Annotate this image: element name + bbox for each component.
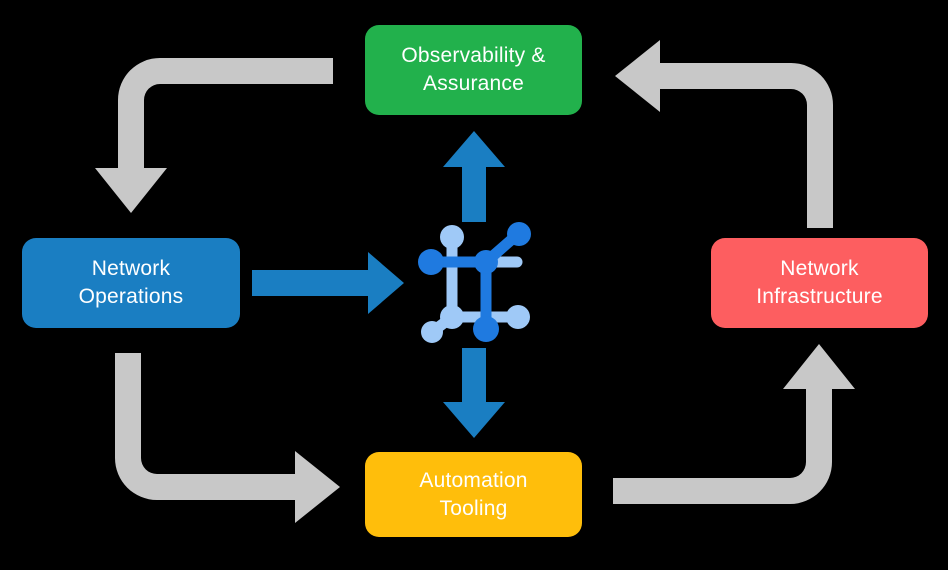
arrow-infrastructure-to-observability bbox=[615, 40, 833, 228]
node-operations-label: Network Operations bbox=[78, 257, 184, 308]
network-topology-icon bbox=[418, 222, 531, 343]
node-observability-assurance[interactable]: Observability & Assurance bbox=[365, 25, 582, 115]
node-automation-tooling[interactable]: Automation Tooling bbox=[365, 452, 582, 537]
node-network-infrastructure[interactable]: Network Infrastructure bbox=[711, 238, 928, 328]
arrow-automation-to-infrastructure bbox=[613, 344, 855, 504]
node-network-operations[interactable]: Network Operations bbox=[22, 238, 240, 328]
arrow-operations-to-automation bbox=[115, 353, 340, 523]
arrow-operations-to-center bbox=[252, 252, 404, 314]
node-automation-label: Automation Tooling bbox=[419, 468, 528, 520]
node-observability-label: Observability & Assurance bbox=[401, 44, 546, 95]
network-light-nodes bbox=[421, 225, 530, 343]
arrow-center-to-observability bbox=[443, 131, 505, 222]
arrow-center-to-automation bbox=[443, 348, 505, 438]
arrow-observability-to-operations bbox=[95, 58, 333, 213]
node-infrastructure-label: Network Infrastructure bbox=[756, 257, 883, 308]
network-dark-nodes bbox=[418, 222, 531, 342]
